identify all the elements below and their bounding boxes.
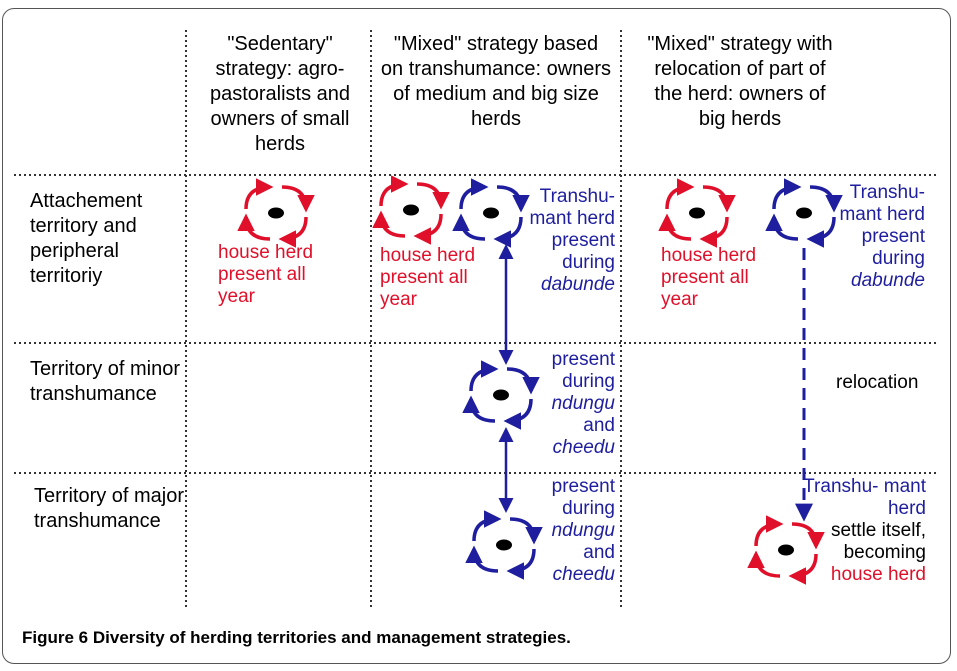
house-herd-cycle (667, 187, 727, 239)
grid-lines (14, 30, 937, 608)
relocation-label: relocation (836, 372, 919, 393)
row-label-major: Territory of major transhumance (34, 485, 185, 532)
row-label-minor: Territory of minor transhumance (30, 358, 181, 405)
house-herd-label: house herd present all year (661, 245, 757, 310)
figure-frame (2, 8, 951, 664)
transhumant-herd-cycle (474, 519, 534, 571)
house-herd-cycle (381, 184, 441, 236)
settled-herd-label: Transhu- mant herd settle itself, becomi… (803, 476, 926, 585)
house-herd-cycle (246, 187, 306, 239)
transhumant-herd-cycle (461, 187, 521, 239)
figure-caption: Figure 6 Diversity of herding territorie… (22, 628, 571, 647)
header-sedentary: "Sedentary" strategy: agro-pastoralists … (209, 33, 351, 155)
header-mixed-transhumance: "Mixed" strategy based on transhumance: … (380, 33, 612, 130)
house-herd-label: house herd present all year (218, 242, 314, 307)
transhumant-herd-cycle (471, 369, 531, 421)
header-mixed-relocation: "Mixed" strategy with relocation of part… (647, 33, 833, 130)
house-herd-label: house herd present all year (380, 245, 476, 310)
row-label-attachment: Attachement territory and peripheral ter… (30, 190, 143, 287)
